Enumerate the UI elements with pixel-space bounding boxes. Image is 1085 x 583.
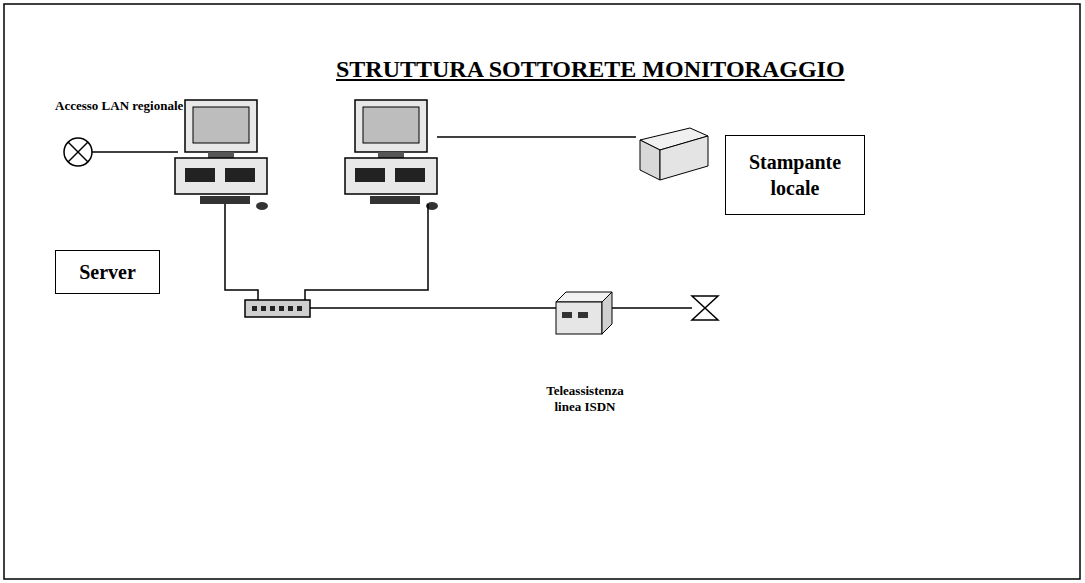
label-box: Stampante locale — [725, 135, 865, 215]
wire — [305, 204, 428, 300]
printer-icon — [640, 128, 708, 180]
frame — [4, 4, 1080, 579]
wire — [437, 136, 636, 138]
wire — [612, 307, 692, 309]
isdn-modem — [556, 292, 612, 334]
diagram-title: STRUTTURA SOTTORETE MONITORAGGIO — [336, 56, 845, 83]
label-box: Server — [55, 250, 160, 294]
server-computer — [175, 100, 268, 210]
lan-access-symbol — [64, 138, 92, 166]
annotation-label: Accesso LAN regionale — [55, 98, 183, 114]
hub-switch — [245, 300, 310, 317]
wire — [92, 151, 178, 153]
wire — [310, 307, 556, 309]
wire — [225, 204, 258, 300]
annotation-label: Teleassistenza linea ISDN — [533, 383, 637, 416]
box-text: Stampante locale — [740, 149, 850, 201]
isdn-line-symbol — [692, 296, 718, 320]
box-text: Server — [79, 259, 136, 285]
workstation-computer — [345, 100, 438, 210]
